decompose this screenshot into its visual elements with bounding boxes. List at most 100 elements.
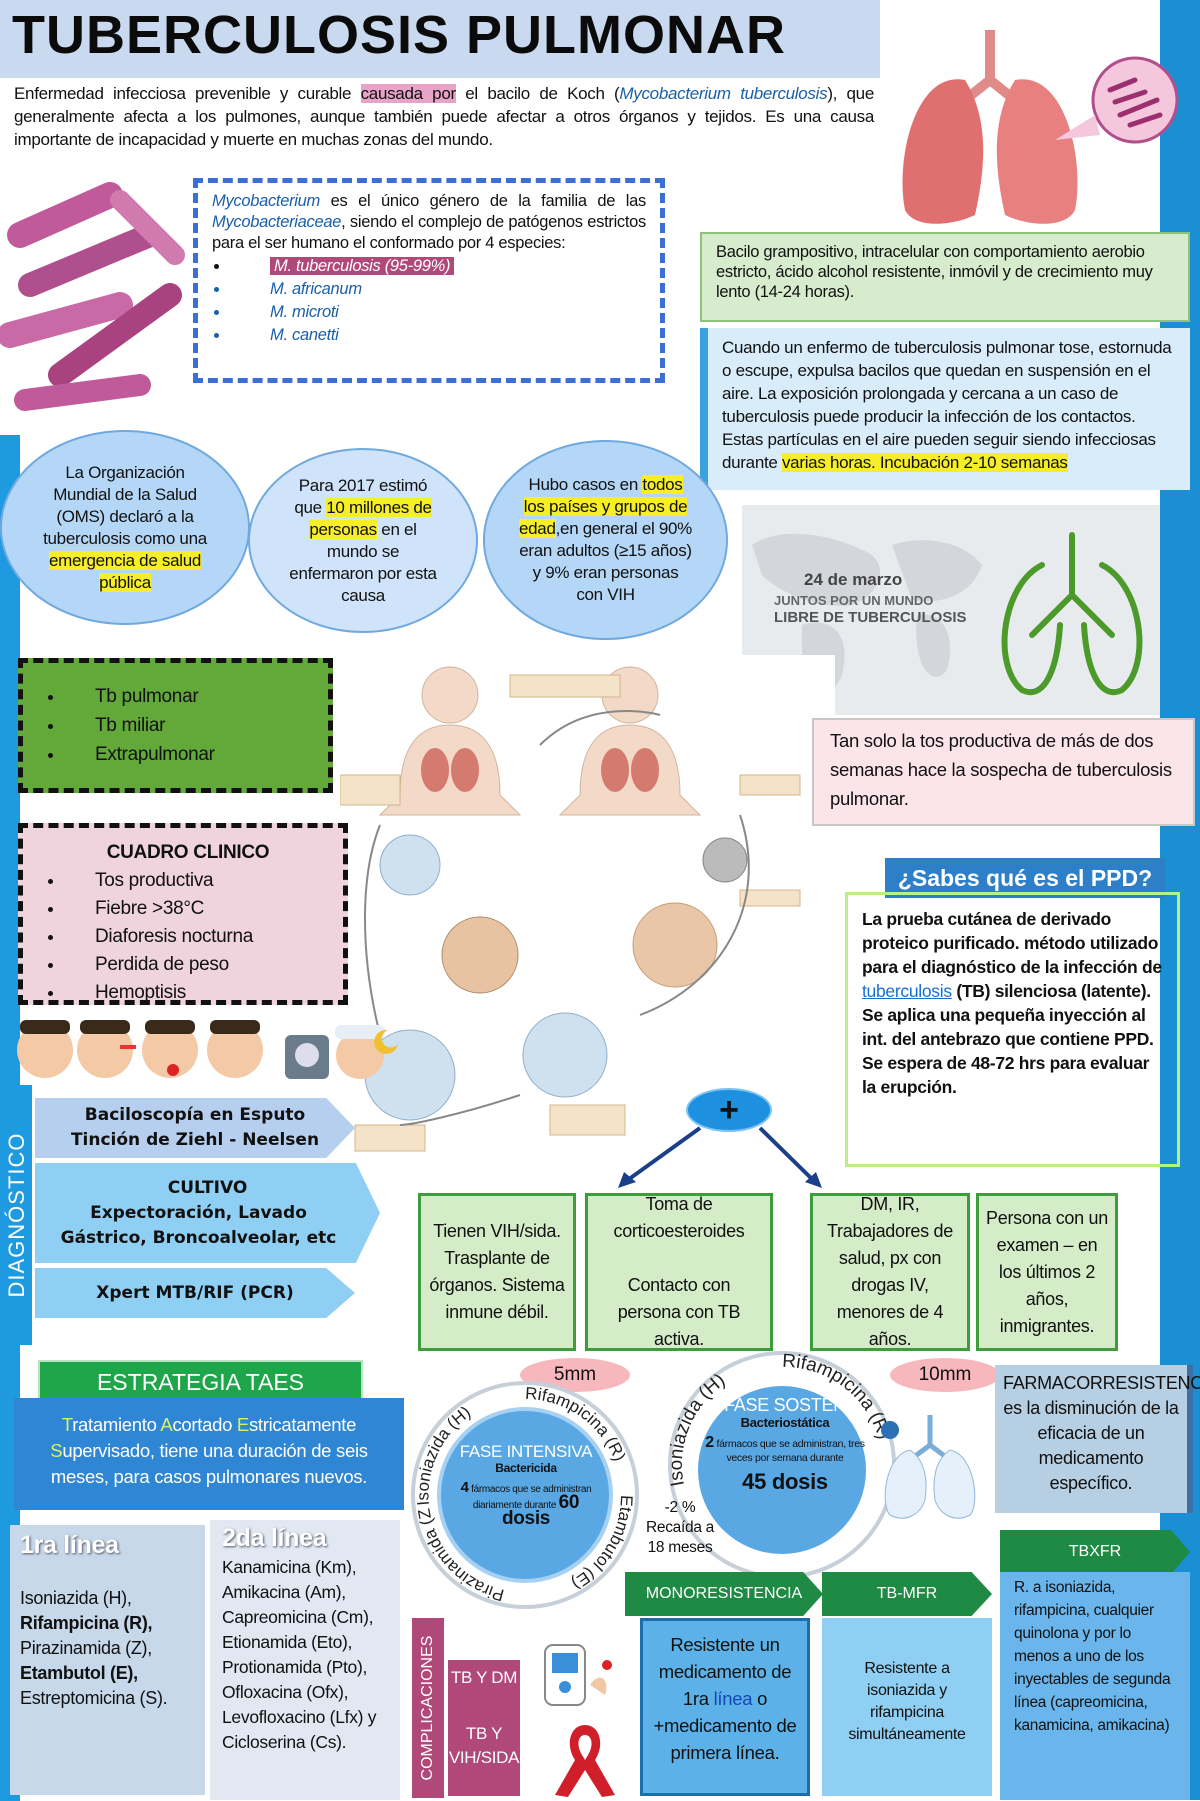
bacillus-info: Bacilo grampositivo, intracelular con co… bbox=[700, 232, 1190, 322]
second-line-title: 2da línea bbox=[222, 1524, 327, 1552]
diagnosis-side-label: DIAGNÓSTICO bbox=[2, 1085, 32, 1345]
tbxfr-description: R. a isoniazida, rifampicina, cualquier … bbox=[1000, 1572, 1190, 1800]
clinical-picture-box: CUADRO CLINICO Tos productiva Fiebre >38… bbox=[18, 823, 348, 1005]
symptom-item: Perdida de peso bbox=[65, 952, 333, 978]
glucometer-icon bbox=[544, 1644, 612, 1706]
lungs-icon bbox=[881, 1415, 976, 1519]
monoresistance-title: MONORESISTENCIA bbox=[625, 1572, 823, 1616]
ppd-text-c: Se aplica una pequeña inyección al int. … bbox=[862, 1005, 1154, 1097]
tb-form-item: Extrapulmonar bbox=[65, 741, 318, 768]
maintenance-phase-drugs: 2 fármacos que se administran, tres vece… bbox=[705, 1434, 865, 1465]
risk-group-diabetes: DM, IR, Trabajadores de salud, px con dr… bbox=[810, 1193, 970, 1351]
genus-text-b: , siendo el complejo de patógenos estric… bbox=[212, 213, 646, 252]
mono-line-link: línea bbox=[713, 1688, 753, 1709]
second-line-drug: Ofloxacina (Ofx), bbox=[222, 1682, 349, 1702]
complication-tb-dm: TB Y DM bbox=[448, 1660, 520, 1720]
species-item: M. canetti bbox=[230, 325, 646, 346]
tb-form-item: Tb pulmonar bbox=[65, 683, 318, 710]
cases-oval: Hubo casos en todos los países y grupos … bbox=[483, 440, 728, 640]
symptom-item: Diaforesis nocturna bbox=[65, 924, 333, 950]
culture-title: CULTIVO bbox=[167, 1177, 248, 1198]
cough-suspicion-note: Tan solo la tos productiva de más de dos… bbox=[812, 718, 1195, 826]
relapse-rate: -2 % Recaída a 18 meses bbox=[646, 1499, 714, 1556]
xpert-text: Xpert MTB/RIF (PCR) bbox=[96, 1282, 294, 1303]
transmission-highlight: varias horas. Incubación 2-10 semanas bbox=[781, 453, 1068, 472]
risk-group-immigrants: Persona con un examen – en los últimos 2… bbox=[976, 1193, 1118, 1351]
poster-line2: LIBRE DE TUBERCULOSIS bbox=[774, 609, 967, 626]
clinical-title: CUADRO CLINICO bbox=[106, 842, 270, 863]
intensive-phase-drugs: 4 fármacos que se administran diariament… bbox=[460, 1479, 592, 1529]
symptom-item: Tos productiva bbox=[65, 868, 333, 894]
complications-side-label: COMPLICACIONES bbox=[412, 1618, 444, 1798]
intensive-phase-wheel: Isoniazida (H) Rifampicina (R) Etambutol… bbox=[405, 1375, 639, 1609]
symptom-item: Fiebre >38°C bbox=[65, 896, 333, 922]
family-name: Mycobacteriaceae bbox=[212, 213, 342, 231]
title-band bbox=[0, 0, 880, 78]
drug-resistance-definition: FARMACORRESISTENCIA: es la disminución d… bbox=[995, 1365, 1200, 1513]
estimate-text-b: en el mundo se enfermaron por esta causa bbox=[289, 519, 437, 605]
page-title: TUBERCULOSIS PULMONAR bbox=[12, 5, 786, 65]
first-line-drug: Etambutol (E), bbox=[20, 1663, 138, 1683]
symptom-item: Hemoptisis bbox=[65, 980, 333, 1006]
oms-text: La Organización Mundial de la Salud (OMS… bbox=[43, 462, 207, 548]
taes-description: Tratamiento Acortado Estricatamente Supe… bbox=[14, 1398, 404, 1510]
species-item: M. microti bbox=[230, 302, 646, 323]
first-line-drug: Rifampicina (R), bbox=[20, 1613, 153, 1633]
transmission-text: Cuando un enfermo de tuberculosis pulmon… bbox=[722, 338, 1172, 472]
lungs-illustration bbox=[902, 30, 1179, 224]
diagnosis-xpert: Xpert MTB/RIF (PCR) bbox=[35, 1268, 355, 1318]
first-line-list: Isoniazida (H), Rifampicina (R), Pirazinam… bbox=[20, 1586, 195, 1711]
oms-oval: La Organización Mundial de la Salud (OMS… bbox=[0, 430, 250, 625]
symptom-icons bbox=[17, 1020, 398, 1079]
taes-title: ESTRATEGIA TAES bbox=[38, 1360, 363, 1400]
genus-name: Mycobacterium bbox=[212, 192, 320, 210]
species-item: M. africanum bbox=[230, 279, 646, 300]
intensive-phase-title: FASE INTENSIVA bbox=[459, 1442, 593, 1461]
maintenance-phase-type: Bacteriostática bbox=[740, 1415, 830, 1430]
poster-line1: JUNTOS POR UN MUNDO bbox=[774, 593, 934, 608]
monoresistance-description: Resistente un medicamento de 1ra línea o… bbox=[640, 1618, 810, 1796]
ppd-text-a: La prueba cutánea de derivado proteico p… bbox=[862, 909, 1162, 977]
branch-arrows bbox=[618, 1126, 822, 1188]
intro-paragraph: Enfermedad infecciosa prevenible y curab… bbox=[14, 82, 874, 151]
second-line-drug: Kanamicina (Km), bbox=[222, 1557, 357, 1577]
second-line-drug: Etionamida (Eto), bbox=[222, 1632, 353, 1652]
tb-mfr-description: Resistente a isoniazida y rifampicina si… bbox=[822, 1618, 992, 1796]
bacteria-illustration bbox=[0, 182, 185, 411]
second-line-drug: Cicloserina (Cs). bbox=[222, 1732, 347, 1752]
species-list: M. tuberculosis (95-99%) M. africanum M.… bbox=[212, 256, 646, 346]
tb-mfr-title: TB-MFR bbox=[822, 1572, 992, 1616]
first-line-title: 1ra línea bbox=[20, 1531, 119, 1559]
intensive-phase-content: FASE INTENSIVA Bactericida 4 fármacos qu… bbox=[452, 1438, 600, 1588]
oms-highlight: emergencia de salud pública bbox=[48, 550, 202, 592]
tb-form-item: Tb miliar bbox=[65, 712, 318, 739]
diagnosis-bacilloscopy: Baciloscopía en Esputo Tinción de Ziehl … bbox=[35, 1098, 355, 1158]
estimate-2017-oval: Para 2017 estimó que 10 millones de pers… bbox=[248, 448, 478, 633]
first-line-drug: Estreptomicina (S). bbox=[20, 1688, 168, 1708]
maintenance-phase-doses: 45 dosis bbox=[742, 1469, 828, 1494]
diagnosis-culture: CULTIVO Expectoración, Lavado Gástrico, … bbox=[35, 1163, 380, 1263]
second-line-drug: Capreomicina (Cm), bbox=[222, 1607, 374, 1627]
intro-text-b: el bacilo de Koch ( bbox=[455, 84, 620, 103]
maintenance-phase-content: FASE SOSTÉN Bacteriostática 2 fármacos q… bbox=[705, 1395, 865, 1555]
species-item: M. tuberculosis (95-99%) bbox=[230, 256, 646, 277]
cases-text-a: Hubo casos en bbox=[528, 475, 643, 494]
risk-group-corticosteroids: Toma de corticoesteroides Contacto con p… bbox=[585, 1193, 773, 1351]
complication-tb-vih: TB Y VIH/SIDA bbox=[448, 1718, 520, 1796]
poster-date: 24 de marzo bbox=[804, 570, 903, 589]
risk-group-immunocompromised: Tienen VIH/sida. Trasplante de órganos. … bbox=[418, 1193, 576, 1351]
first-line-drug: Isoniazida (H), bbox=[20, 1588, 132, 1608]
maintenance-phase-wheel: Isoniazida (H) Rifampicina (R) bbox=[666, 1351, 896, 1579]
first-line-drug: Pirazinamida (Z), bbox=[20, 1638, 152, 1658]
intro-text-a: Enfermedad infecciosa prevenible y curab… bbox=[14, 84, 361, 103]
plus-indicator: + bbox=[686, 1088, 772, 1132]
tbxfr-title: TBXFR bbox=[1000, 1530, 1190, 1574]
ppd-text-b: (TB) silenciosa (latente). bbox=[951, 981, 1151, 1001]
ppd-tuberculosis-link[interactable]: tuberculosis bbox=[862, 981, 952, 1001]
ppd-info: La prueba cutánea de derivado proteico p… bbox=[845, 892, 1180, 1167]
intro-species: Mycobacterium tuberculosis bbox=[619, 84, 828, 103]
infection-cycle-diagram bbox=[340, 655, 835, 1160]
intro-highlight: causada por bbox=[360, 84, 456, 103]
intensive-phase-type: Bactericida bbox=[495, 1461, 557, 1475]
induration-10mm: 10mm bbox=[890, 1358, 1000, 1392]
